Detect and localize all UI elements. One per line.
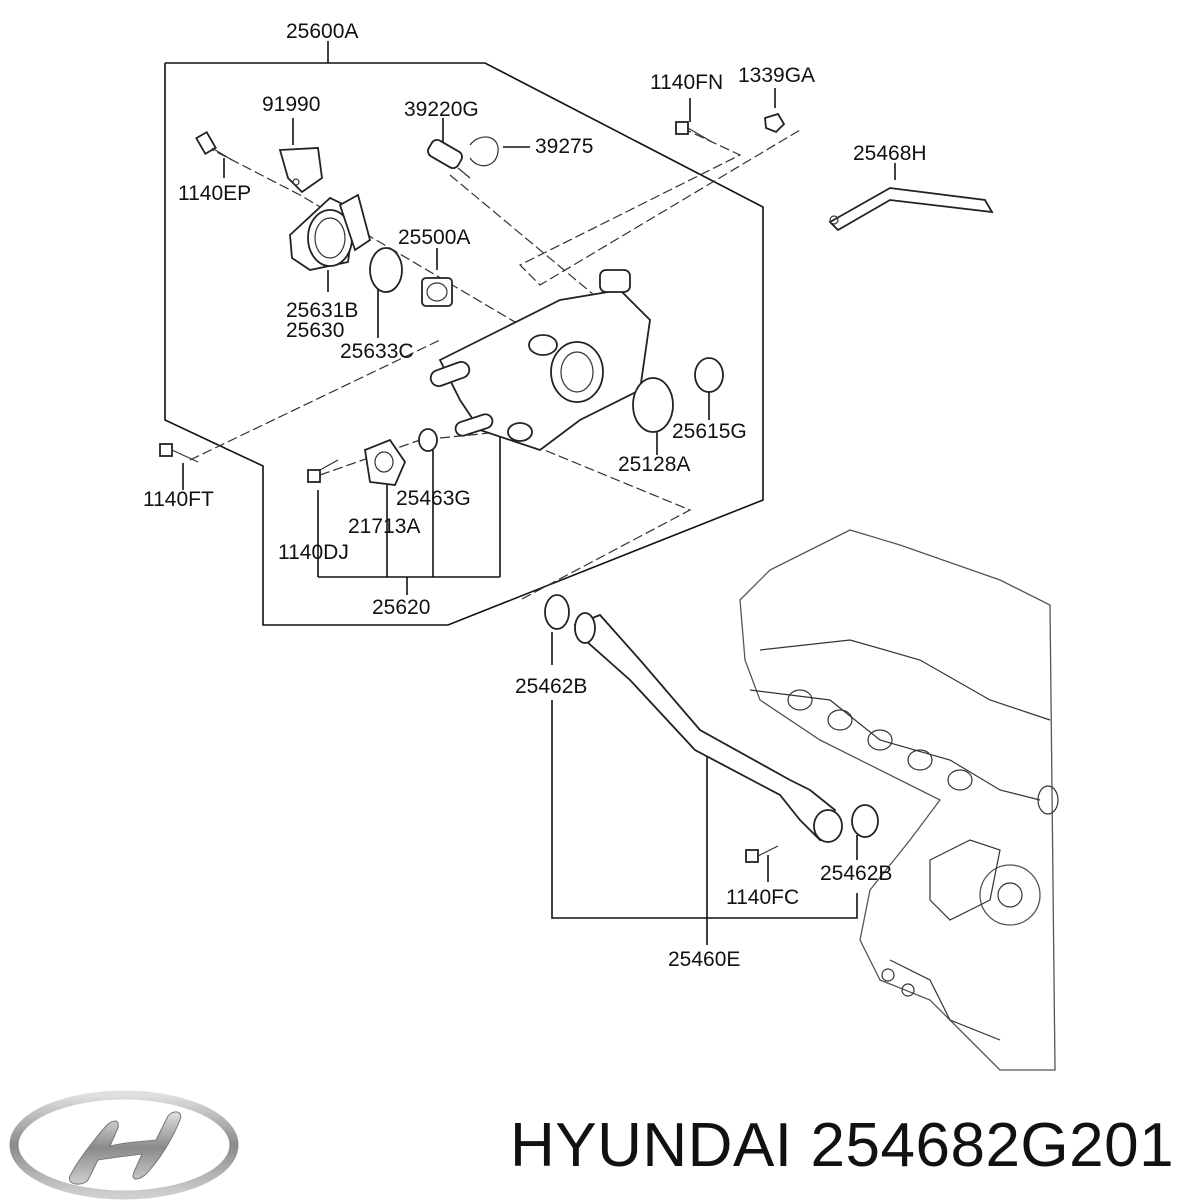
assembly-outline: [164, 41, 764, 626]
gasket-25615g: [694, 357, 724, 393]
bolt-1140ft: [159, 443, 199, 463]
pipe-25460e: [573, 612, 843, 843]
housing-21713a: [364, 438, 407, 486]
pipe-25468h: [828, 187, 994, 232]
part-label: 25631B: [286, 299, 358, 322]
oring-25462b-upper: [544, 594, 570, 630]
bolt-1140dj: [307, 459, 339, 483]
part-label: 1339GA: [738, 64, 815, 87]
part-label: 39220G: [404, 98, 479, 121]
part-label: 1140FC: [726, 886, 799, 909]
gasket-25463g: [418, 428, 438, 452]
bolt-1140fn: [675, 121, 713, 143]
part-label: 25630: [286, 319, 344, 342]
bracket-91990: [278, 147, 323, 194]
hidden-lines: [189, 127, 801, 601]
oring-25633c: [369, 247, 403, 293]
bolt-1140ep: [195, 130, 233, 161]
clip-39275: [469, 136, 499, 167]
brand-name: HYUNDAI: [510, 1111, 793, 1180]
housing-25631b: [289, 193, 372, 271]
part-label: 25462B: [515, 675, 587, 698]
engine-block: [739, 529, 1059, 1071]
thermostat-25500a: [421, 277, 453, 307]
part-label: 25633C: [340, 340, 414, 363]
part-number: 254682G201: [810, 1111, 1175, 1180]
part-label: 25615G: [672, 420, 747, 443]
part-label: 25460E: [668, 948, 740, 971]
part-label: 1140FN: [650, 71, 723, 94]
part-label: 25620: [372, 596, 430, 619]
part-label: 25500A: [398, 226, 470, 249]
bolt-1140fc: [745, 845, 779, 863]
part-label: 25462B: [820, 862, 892, 885]
part-label: 1140FT: [143, 488, 214, 511]
part-label: 1140EP: [178, 182, 251, 205]
part-label: 91990: [262, 93, 320, 116]
part-label: 25463G: [396, 487, 471, 510]
part-label: 39275: [535, 135, 593, 158]
hyundai-logo: [9, 1090, 239, 1200]
part-label: 1140DJ: [278, 541, 349, 564]
part-labels: 25600A 91990 39220G 39275 1140FN 1339GA …: [143, 20, 927, 971]
leader-lines: [182, 88, 896, 945]
part-label: 25600A: [286, 20, 358, 43]
oring-25462b-lower: [851, 804, 879, 838]
part-label: 25128A: [618, 453, 690, 476]
part-label: 25468H: [853, 142, 927, 165]
water-outlet-body: [429, 269, 651, 452]
gasket-25128a: [632, 377, 674, 433]
nut-1339ga: [764, 112, 786, 134]
part-label: 21713A: [348, 515, 420, 538]
sensor-39220g: [427, 139, 471, 179]
